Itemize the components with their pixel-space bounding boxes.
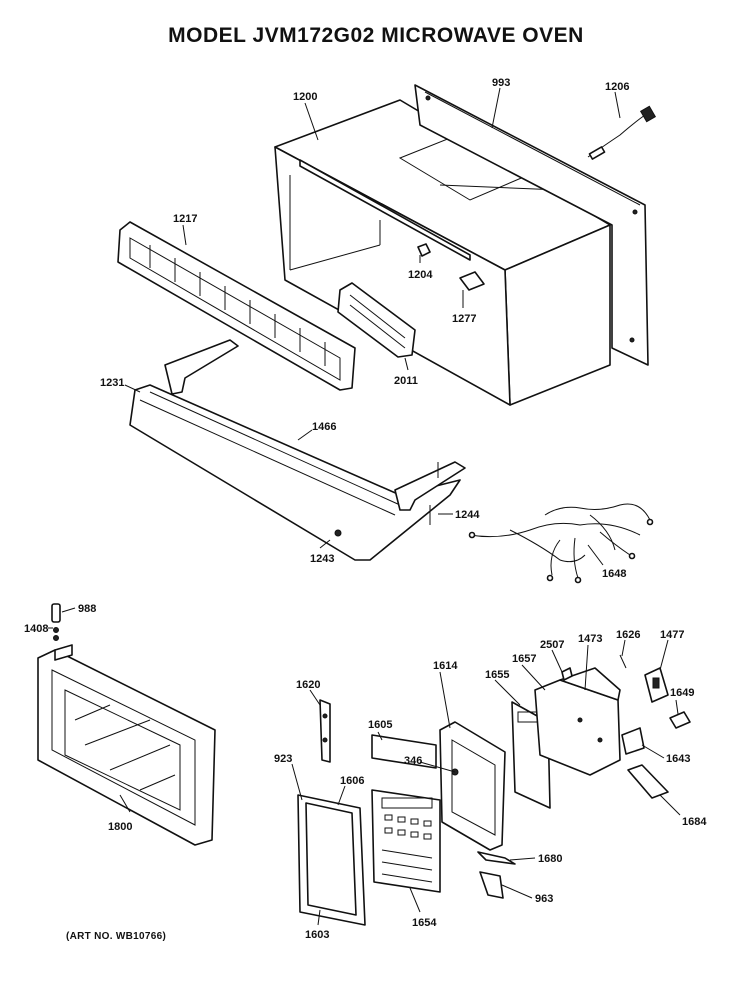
art-number: (ART NO. WB10766) bbox=[66, 931, 167, 942]
clip-2507 bbox=[561, 667, 573, 681]
power-cord bbox=[587, 105, 657, 160]
part-labels: 1200 993 1206 1217 1204 1277 2011 1231 1… bbox=[24, 77, 707, 941]
wire-harness bbox=[468, 503, 654, 584]
label-1217: 1217 bbox=[173, 213, 197, 225]
label-988: 988 bbox=[78, 603, 96, 615]
switch-bracket-1477 bbox=[644, 667, 669, 703]
label-1649: 1649 bbox=[670, 687, 694, 699]
label-1643: 1643 bbox=[666, 753, 690, 765]
label-1606: 1606 bbox=[340, 775, 364, 787]
label-1655: 1655 bbox=[485, 669, 509, 681]
label-1648: 1648 bbox=[602, 568, 626, 580]
label-1603: 1603 bbox=[305, 929, 329, 941]
touch-keypad bbox=[371, 789, 441, 893]
label-1244: 1244 bbox=[455, 509, 480, 521]
label-1800: 1800 bbox=[108, 821, 132, 833]
control-panel-1614 bbox=[439, 721, 506, 851]
label-1605: 1605 bbox=[368, 719, 392, 731]
label-1466: 1466 bbox=[312, 421, 336, 433]
label-1231: 1231 bbox=[100, 377, 124, 389]
pin-1626 bbox=[619, 654, 627, 669]
plate-1684 bbox=[627, 764, 669, 799]
label-1654: 1654 bbox=[412, 917, 437, 929]
label-923: 923 bbox=[274, 753, 292, 765]
diagram-title: MODEL JVM172G02 MICROWAVE OVEN bbox=[168, 24, 584, 47]
label-1614: 1614 bbox=[433, 660, 458, 672]
leader-lines bbox=[48, 87, 681, 926]
outer-case bbox=[274, 99, 611, 406]
door-hinge bbox=[51, 603, 61, 641]
light-tray bbox=[129, 339, 466, 561]
label-2011: 2011 bbox=[394, 375, 418, 387]
label-1204: 1204 bbox=[408, 269, 433, 281]
connector-1680 bbox=[477, 851, 516, 865]
label-993: 993 bbox=[492, 77, 510, 89]
bracket-1620 bbox=[319, 699, 331, 763]
board-bracket bbox=[534, 667, 621, 776]
label-1200: 1200 bbox=[293, 91, 317, 103]
grease-filter bbox=[337, 282, 416, 358]
back-plate bbox=[414, 84, 649, 366]
label-1657: 1657 bbox=[512, 653, 536, 665]
label-1473: 1473 bbox=[578, 633, 602, 645]
label-1277: 1277 bbox=[452, 313, 476, 325]
label-2507: 2507 bbox=[540, 639, 564, 651]
bracket-963 bbox=[479, 871, 504, 899]
label-346: 346 bbox=[404, 755, 422, 767]
label-1408: 1408 bbox=[24, 623, 48, 635]
label-1206: 1206 bbox=[605, 81, 629, 93]
switch-1649 bbox=[669, 711, 691, 729]
oven-door bbox=[37, 644, 216, 846]
label-1626: 1626 bbox=[616, 629, 640, 641]
label-963: 963 bbox=[535, 893, 553, 905]
display-window bbox=[371, 734, 437, 769]
label-1243: 1243 bbox=[310, 553, 334, 565]
label-1477: 1477 bbox=[660, 629, 684, 641]
switch-1643 bbox=[621, 727, 645, 755]
control-frame bbox=[297, 794, 366, 926]
label-1680: 1680 bbox=[538, 853, 562, 865]
clip-1204 bbox=[417, 243, 431, 257]
vent-grille bbox=[117, 221, 356, 391]
bracket-1277 bbox=[459, 271, 485, 291]
label-1684: 1684 bbox=[682, 816, 707, 828]
label-1620: 1620 bbox=[296, 679, 320, 691]
